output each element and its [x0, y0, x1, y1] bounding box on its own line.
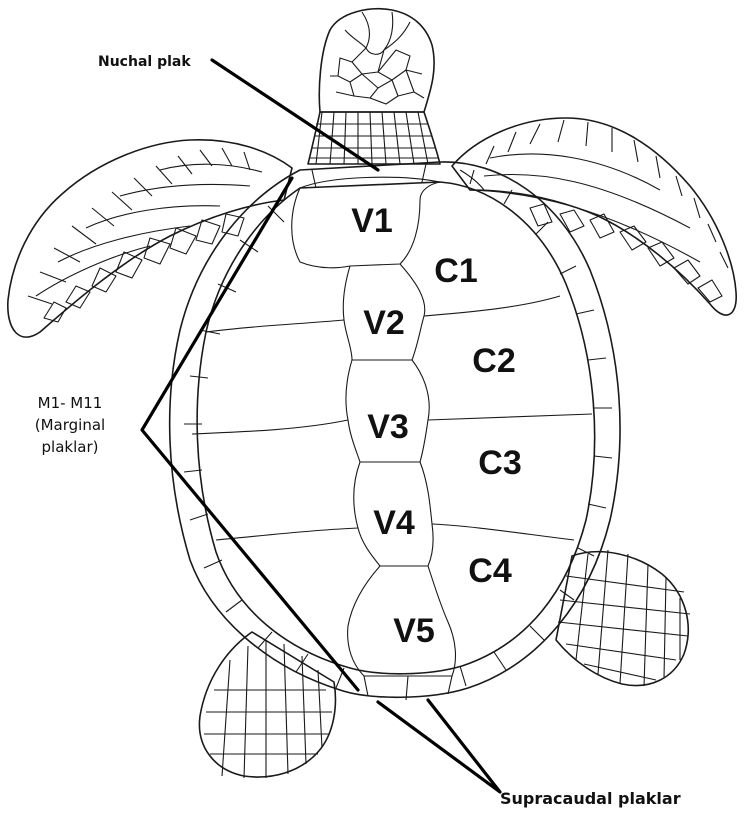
turtle-head [308, 9, 440, 164]
marginal-pointer [142, 178, 358, 690]
right-front-flipper [452, 118, 736, 315]
nuchal-pointer [212, 60, 378, 170]
label-v4: V4 [373, 504, 415, 542]
callout-pointers [142, 60, 500, 792]
label-v2: V2 [363, 304, 405, 342]
marginal-callout-line2: (Marginal [35, 416, 105, 434]
marginal-callout-line1: M1- M11 [38, 394, 103, 412]
label-v1: V1 [351, 202, 393, 240]
label-v5: V5 [393, 612, 435, 650]
label-v3: V3 [367, 408, 409, 446]
supracaudal-pointer [378, 700, 500, 792]
right-rear-flipper [556, 550, 690, 686]
left-front-flipper [8, 140, 292, 337]
left-rear-flipper [199, 632, 335, 778]
costal-labels: C1 C2 C3 C4 [434, 252, 521, 590]
label-c4: C4 [468, 552, 512, 590]
label-c3: C3 [478, 444, 521, 482]
marginal-callout-line3: plaklar) [42, 438, 99, 456]
label-c1: C1 [434, 252, 477, 290]
supracaudal-callout: Supracaudal plaklar [500, 789, 681, 808]
vertebral-labels: V1 V2 V3 V4 V5 [351, 202, 435, 650]
nuchal-callout: Nuchal plak [98, 54, 191, 70]
label-c2: C2 [472, 342, 515, 380]
